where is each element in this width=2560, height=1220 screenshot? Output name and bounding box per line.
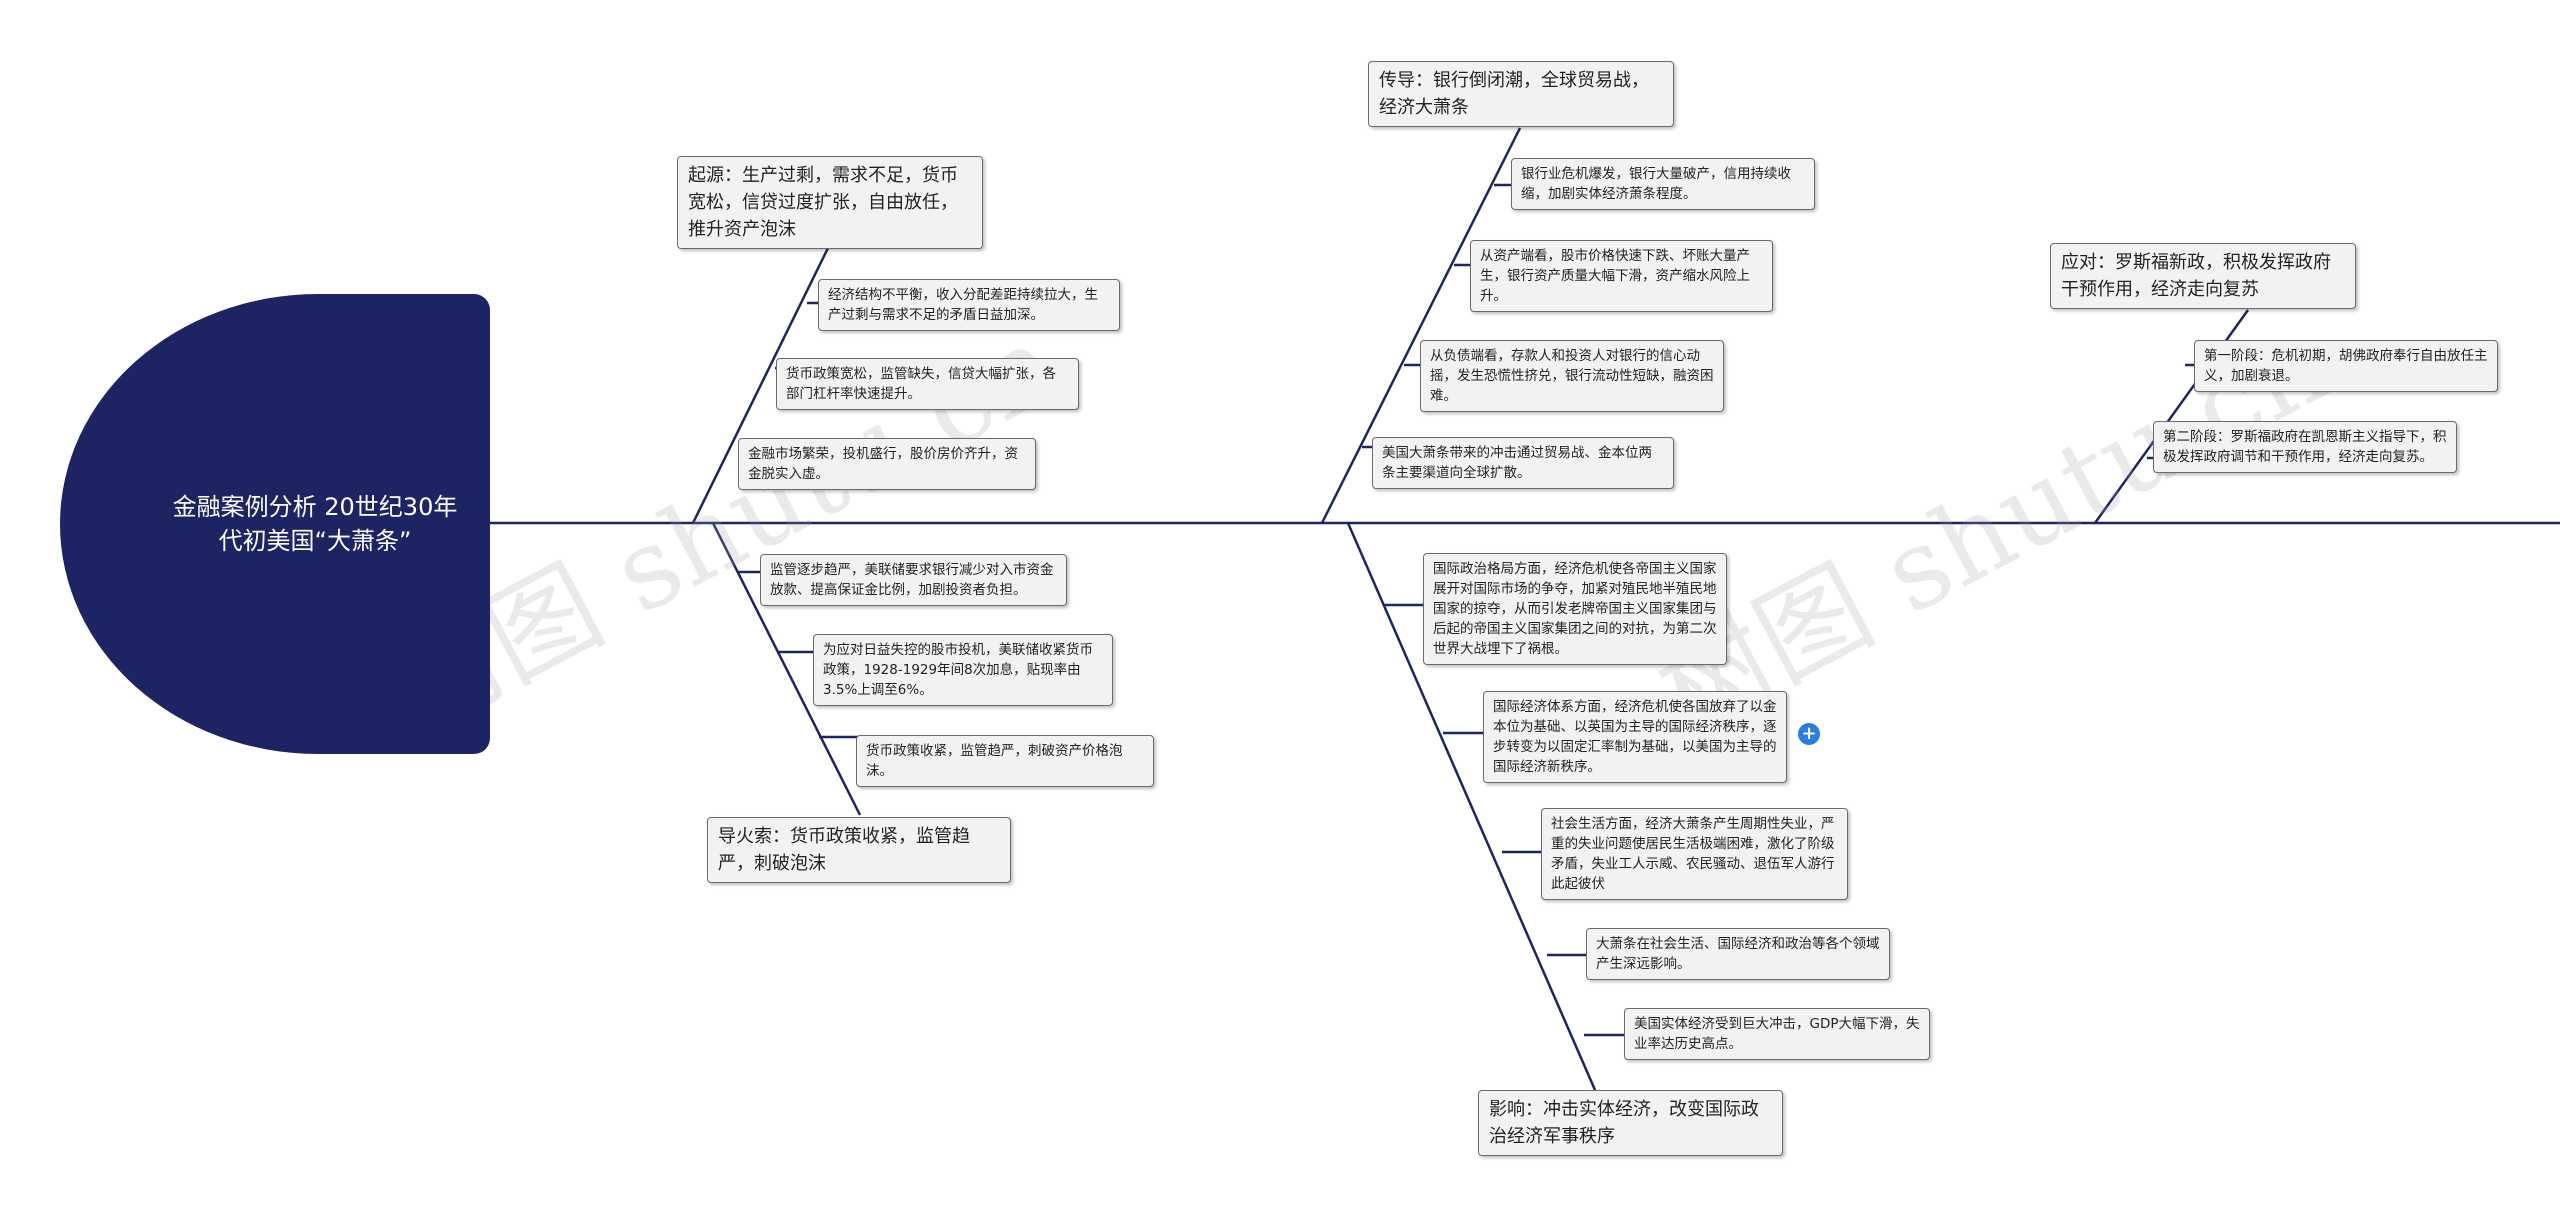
topic-fuse[interactable]: 导火索：货币政策收紧，监管趋严，刺破泡沫 bbox=[707, 817, 1011, 883]
expand-plus-icon[interactable]: + bbox=[1798, 723, 1820, 745]
subtopic-fuse-1[interactable]: 监管逐步趋严，美联储要求银行减少对入市资金放款、提高保证金比例，加剧投资者负担。 bbox=[760, 554, 1067, 606]
subtopic-origin-2[interactable]: 货币政策宽松，监管缺失，信贷大幅扩张，各部门杠杆率快速提升。 bbox=[776, 358, 1079, 410]
subtopic-fuse-3[interactable]: 货币政策收紧，监管趋严，刺破资产价格泡沫。 bbox=[856, 735, 1154, 787]
subtopic-response-1[interactable]: 第一阶段：危机初期，胡佛政府奉行自由放任主义，加剧衰退。 bbox=[2194, 340, 2498, 392]
subtopic-transmission-1[interactable]: 银行业危机爆发，银行大量破产，信用持续收缩，加剧实体经济萧条程度。 bbox=[1511, 158, 1815, 210]
subtopic-fuse-2[interactable]: 为应对日益失控的股市投机，美联储收紧货币政策，1928-1929年间8次加息，贴… bbox=[813, 634, 1113, 706]
subtopic-response-2[interactable]: 第二阶段：罗斯福政府在凯恩斯主义指导下，积极发挥政府调节和干预作用，经济走向复苏… bbox=[2153, 421, 2457, 473]
subtopic-impact-3[interactable]: 社会生活方面，经济大萧条产生周期性失业，严重的失业问题使居民生活极端困难，激化了… bbox=[1541, 808, 1848, 900]
subtopic-transmission-3[interactable]: 从负债端看，存款人和投资人对银行的信心动摇，发生恐慌性挤兑，银行流动性短缺，融资… bbox=[1420, 340, 1724, 412]
subtopic-impact-4[interactable]: 大萧条在社会生活、国际经济和政治等各个领域产生深远影响。 bbox=[1586, 928, 1890, 980]
subtopic-transmission-4[interactable]: 美国大萧条带来的冲击通过贸易战、金本位两条主要渠道向全球扩散。 bbox=[1372, 437, 1674, 489]
root-title: 金融案例分析 20世纪30年代初美国“大萧条” bbox=[172, 493, 458, 555]
topic-origin[interactable]: 起源：生产过剩，需求不足，货币宽松，信贷过度扩张，自由放任，推升资产泡沫 bbox=[677, 156, 983, 249]
topic-transmission[interactable]: 传导：银行倒闭潮，全球贸易战，经济大萧条 bbox=[1368, 61, 1674, 127]
topic-response[interactable]: 应对：罗斯福新政，积极发挥政府干预作用，经济走向复苏 bbox=[2050, 243, 2356, 309]
subtopic-transmission-2[interactable]: 从资产端看，股市价格快速下跌、坏账大量产生，银行资产质量大幅下滑，资产缩水风险上… bbox=[1470, 240, 1773, 312]
topic-impact[interactable]: 影响：冲击实体经济，改变国际政治经济军事秩序 bbox=[1478, 1090, 1783, 1156]
subtopic-origin-3[interactable]: 金融市场繁荣，投机盛行，股价房价齐升，资金脱实入虚。 bbox=[738, 438, 1036, 490]
subtopic-impact-5[interactable]: 美国实体经济受到巨大冲击，GDP大幅下滑，失业率达历史高点。 bbox=[1624, 1008, 1930, 1060]
subtopic-origin-1[interactable]: 经济结构不平衡，收入分配差距持续拉大，生产过剩与需求不足的矛盾日益加深。 bbox=[818, 279, 1120, 331]
subtopic-impact-2[interactable]: 国际经济体系方面，经济危机使各国放弃了以金本位为基础、以英国为主导的国际经济秩序… bbox=[1483, 691, 1787, 783]
subtopic-impact-1[interactable]: 国际政治格局方面，经济危机使各帝国主义国家展开对国际市场的争夺，加紧对殖民地半殖… bbox=[1423, 553, 1727, 665]
fish-head-root[interactable]: 金融案例分析 20世纪30年代初美国“大萧条” bbox=[60, 294, 490, 754]
